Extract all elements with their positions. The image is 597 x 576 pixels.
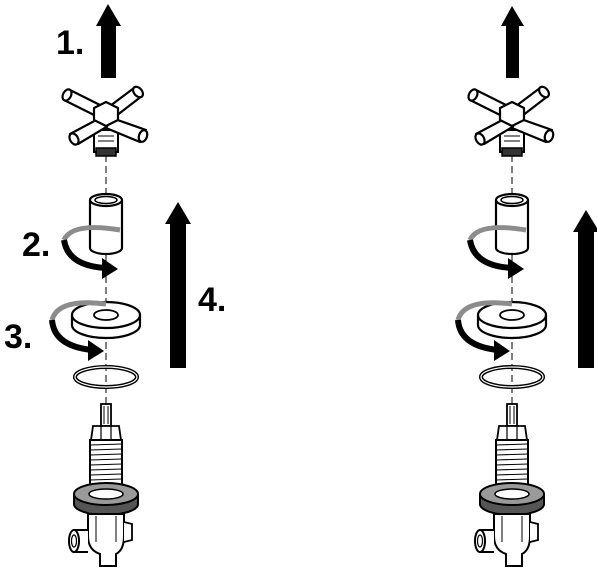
- rotate-arrow-icon: [467, 225, 527, 279]
- valve-cartridge-icon: [474, 403, 545, 567]
- up-arrow-icon: [501, 6, 524, 78]
- rotate-arrow-icon: [455, 300, 513, 361]
- cross-handle-icon: [465, 83, 556, 158]
- step-3-label: 3.: [4, 318, 32, 356]
- rotate-arrow-icon: [49, 300, 107, 361]
- left-assembly: 1. 2. 3. 4.: [4, 4, 226, 567]
- up-arrow-icon: [96, 4, 121, 78]
- step-4-label: 4.: [198, 281, 226, 319]
- sleeve-icon: [88, 192, 124, 256]
- right-assembly: [455, 6, 597, 567]
- flange-ring-icon: [70, 300, 142, 340]
- step-2-label: 2.: [22, 226, 50, 264]
- rotate-arrow-icon: [61, 225, 121, 279]
- valve-cartridge-icon: [68, 403, 139, 567]
- step-1-label: 1.: [56, 24, 84, 62]
- sleeve-icon: [494, 192, 530, 256]
- flange-ring-icon: [476, 300, 548, 340]
- up-arrow-icon: [573, 210, 597, 368]
- up-arrow-icon: [165, 202, 191, 368]
- cross-handle-icon: [59, 83, 150, 158]
